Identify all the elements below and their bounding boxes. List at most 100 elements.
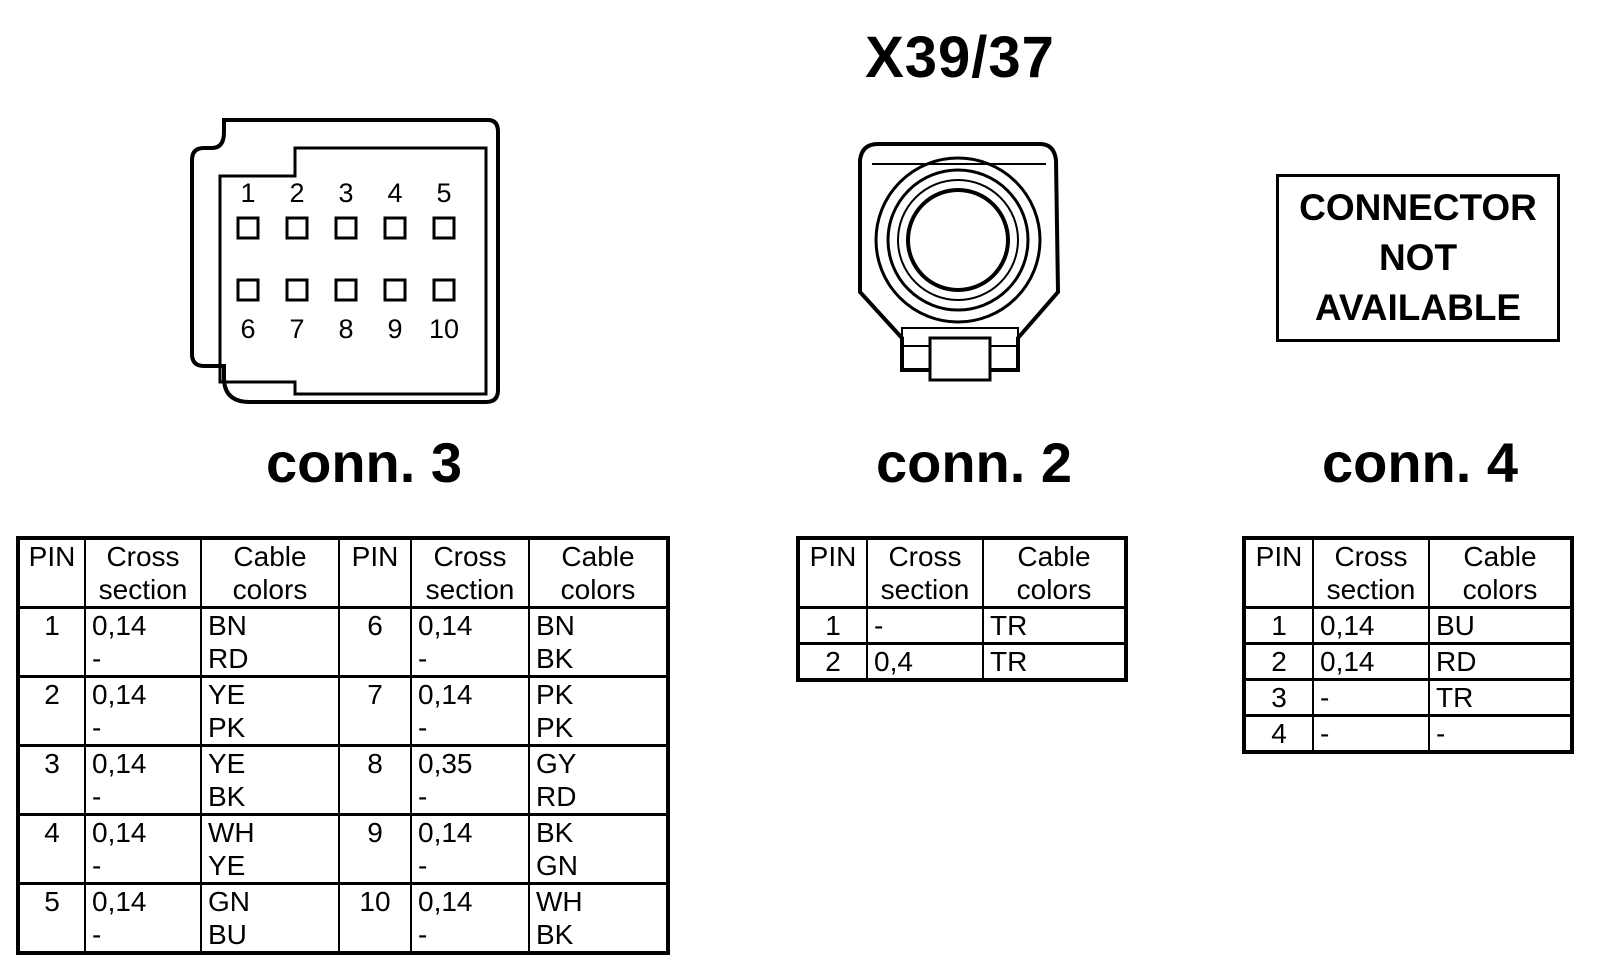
pin-socket <box>236 278 260 302</box>
pin-cell: 6 <box>338 607 412 678</box>
pin-number-label: 2 <box>289 178 304 208</box>
pin-socket <box>432 278 456 302</box>
pin-socket <box>334 278 358 302</box>
pin-socket <box>432 216 456 240</box>
conn3-drawing: 1 2 3 4 5 6 7 8 9 10 <box>190 118 500 404</box>
pin-number-label: 9 <box>387 314 402 344</box>
table-row: 4-- <box>1243 715 1573 752</box>
not-available-line-2: NOT <box>1378 237 1458 278</box>
pin-cell: 3 <box>17 745 86 816</box>
not-available-line-1: CONNECTOR <box>1299 187 1537 228</box>
header-pin: PIN <box>797 538 868 609</box>
cable-colors-cell: - <box>1428 715 1573 752</box>
cross-section-cell: 0,4 <box>866 643 984 680</box>
cross-section-cell: 0,14 <box>1312 643 1430 681</box>
cross-section-cell: - <box>1312 715 1430 752</box>
pin-number-label: 4 <box>387 178 402 208</box>
cross-section-cell: 0,14- <box>410 676 530 747</box>
not-available-line-3: AVAILABLE <box>1314 287 1522 328</box>
pin-cell: 1 <box>17 607 86 678</box>
diagram-title: X39/37 <box>865 25 1055 90</box>
cross-section-cell: 0,14- <box>84 676 202 747</box>
conn4-label: conn. 4 <box>1321 431 1519 494</box>
pin-cell: 4 <box>1243 715 1314 752</box>
pin-cell: 7 <box>338 676 412 747</box>
pin-number-label: 6 <box>240 314 255 344</box>
pin-socket <box>383 278 407 302</box>
header-pin: PIN <box>338 538 412 609</box>
pin-cell: 8 <box>338 745 412 816</box>
pin-cell: 2 <box>1243 643 1314 681</box>
pin-cell: 4 <box>17 814 86 885</box>
cross-section-cell: 0,14- <box>410 814 530 885</box>
conn3-label: conn. 3 <box>265 431 463 494</box>
pin-cell: 10 <box>338 883 412 953</box>
cross-section-cell: 0,14 <box>1312 607 1430 645</box>
cable-colors-cell: TR <box>982 643 1127 680</box>
pin-cell: 2 <box>797 643 868 680</box>
pin-socket <box>383 216 407 240</box>
pin-number-label: 10 <box>429 314 459 344</box>
pin-cell: 1 <box>1243 607 1314 645</box>
pin-number-label: 1 <box>240 178 255 208</box>
pin-cell: 5 <box>17 883 86 953</box>
pin-number-label: 3 <box>338 178 353 208</box>
connector-not-available-box: CONNECTOR NOT AVAILABLE <box>1276 174 1560 342</box>
cross-section-cell: 0,35- <box>410 745 530 816</box>
cable-colors-cell: TR <box>1428 679 1573 717</box>
conn2-label: conn. 2 <box>875 431 1073 494</box>
header-pin: PIN <box>17 538 86 609</box>
header-pin: PIN <box>1243 538 1314 609</box>
cross-section-cell: 0,14- <box>84 814 202 885</box>
pin-cell: 2 <box>17 676 86 747</box>
cross-section-cell: 0,14- <box>84 745 202 816</box>
pin-socket <box>334 216 358 240</box>
pin-cell: 1 <box>797 607 868 645</box>
pin-number-label: 5 <box>436 178 451 208</box>
cross-section-cell: - <box>866 607 984 645</box>
table-row: 3-TR <box>1243 679 1573 717</box>
cable-colors-cell: RD <box>1428 643 1573 681</box>
cross-section-cell: 0,14- <box>410 883 530 953</box>
table-row: 1-TR <box>797 607 1127 645</box>
cross-section-cell: - <box>1312 679 1430 717</box>
pin-cell: 3 <box>1243 679 1314 717</box>
pin-socket <box>285 278 309 302</box>
cross-section-cell: 0,14- <box>84 883 202 953</box>
pin-socket <box>285 216 309 240</box>
pin-cell: 9 <box>338 814 412 885</box>
pin-number-label: 7 <box>289 314 304 344</box>
conn2-drawing <box>858 142 1061 382</box>
cable-colors-cell: BU <box>1428 607 1573 645</box>
pin-number-label: 8 <box>338 314 353 344</box>
